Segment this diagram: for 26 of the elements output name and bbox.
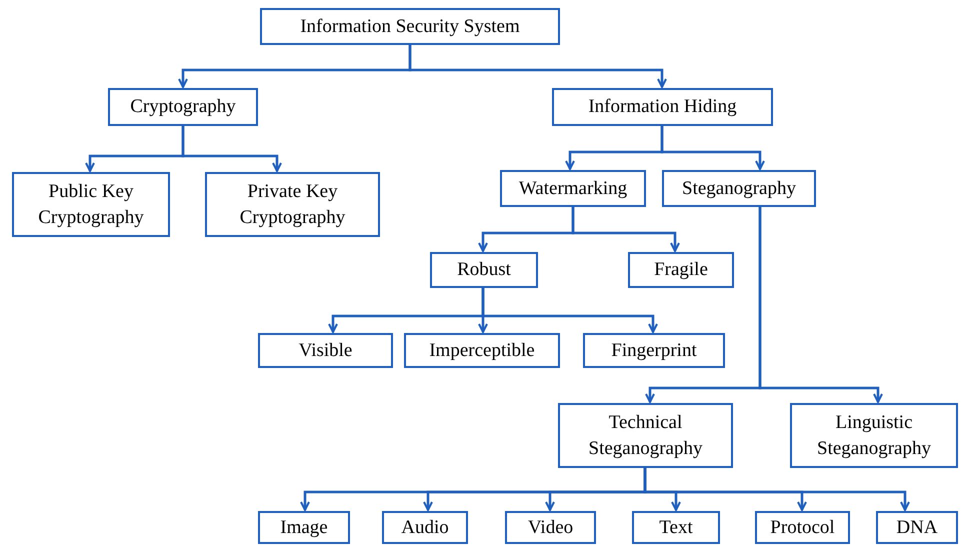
category-box: DNA — [876, 511, 958, 544]
category-box: Imperceptible — [404, 333, 560, 368]
category-box: Linguistic Steganography — [790, 403, 958, 468]
category-box: Steganography — [662, 170, 816, 207]
category-box: Private Key Cryptography — [205, 172, 380, 237]
category-box: Video — [505, 511, 596, 544]
arrow — [572, 207, 680, 252]
category-box: Public Key Cryptography — [12, 172, 170, 237]
category-box: Audio — [382, 511, 468, 544]
category-box: Information Hiding — [552, 88, 773, 126]
category-box: Watermarking — [500, 170, 646, 207]
arrow — [758, 207, 883, 403]
arrow — [482, 288, 658, 333]
arrow — [408, 45, 667, 88]
category-box: Robust — [430, 252, 538, 288]
category-box: Fragile — [628, 252, 734, 288]
category-box: Cryptography — [108, 88, 258, 126]
arrow — [660, 126, 765, 170]
arrow — [182, 126, 282, 172]
category-box: Protocol — [755, 511, 850, 544]
category-box: Visible — [258, 333, 393, 368]
category-box: Image — [258, 511, 350, 544]
category-box: Technical Steganography — [558, 403, 733, 468]
category-box: Text — [632, 511, 720, 544]
category-box: Fingerprint — [583, 333, 725, 368]
category-box: Information Security System — [260, 8, 560, 45]
